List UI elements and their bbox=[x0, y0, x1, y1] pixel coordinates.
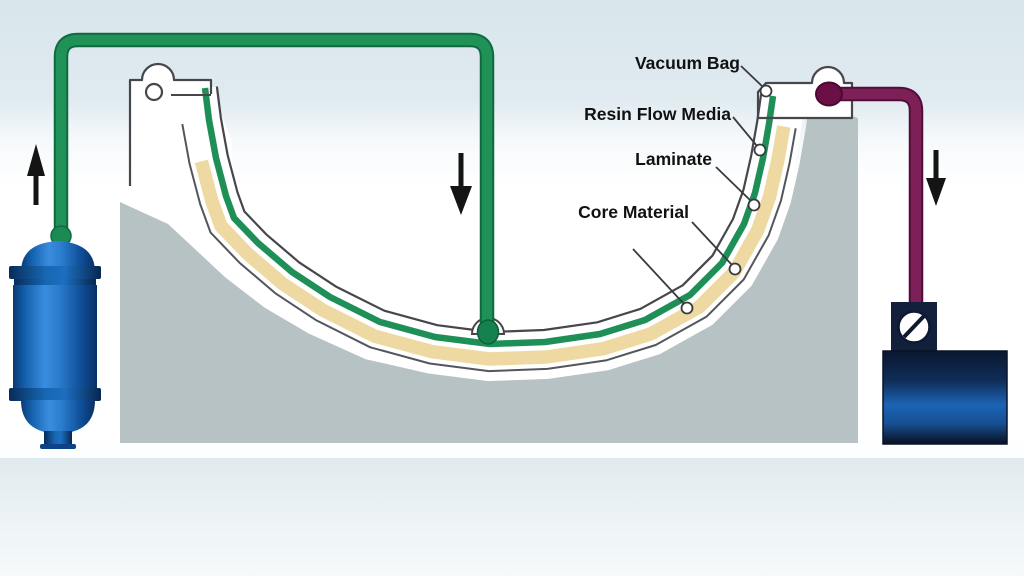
vacuum-pump bbox=[882, 302, 1008, 445]
floor-strip bbox=[0, 441, 1024, 458]
marker-laminate bbox=[747, 198, 761, 212]
pump-body bbox=[882, 350, 1008, 445]
leader-core-material-2 bbox=[632, 248, 685, 305]
label-leaders bbox=[632, 65, 764, 305]
left-flange-outline bbox=[128, 62, 213, 186]
container-bottom-dome bbox=[21, 400, 95, 433]
marker-resin-flow-media bbox=[753, 143, 767, 157]
pump-gauge-needle bbox=[902, 314, 926, 339]
marker-core-material bbox=[728, 262, 742, 276]
core-material-layer bbox=[194, 125, 791, 366]
vacuum-down-arrow-icon bbox=[926, 150, 946, 206]
resin-line-inner bbox=[55, 34, 493, 326]
label-laminate: Laminate bbox=[635, 149, 712, 169]
flange-bolt-hole-icon bbox=[144, 82, 164, 102]
container-lower-flange bbox=[9, 388, 101, 401]
vacuum-line-inner bbox=[835, 88, 922, 303]
marker-core-material-2 bbox=[680, 301, 694, 315]
right-flange-outline bbox=[756, 65, 854, 120]
mold-tool bbox=[120, 101, 858, 443]
resin-container bbox=[9, 241, 101, 449]
marker-vacuum-bag bbox=[759, 84, 773, 98]
container-upper-collar bbox=[14, 279, 96, 287]
label-markers bbox=[680, 84, 773, 315]
leader-vacuum-bag bbox=[740, 65, 764, 88]
leader-resin-flow-media bbox=[732, 116, 758, 147]
resin-inlet-port-dot bbox=[476, 319, 500, 345]
container-body bbox=[13, 285, 97, 390]
label-resin-flow-media: Resin Flow Media bbox=[584, 104, 731, 124]
container-outlet bbox=[44, 431, 72, 445]
vacuum-port-dot bbox=[815, 81, 843, 107]
leader-core-material bbox=[691, 221, 733, 266]
container-outlet-flare bbox=[40, 444, 76, 449]
vacuum-line bbox=[815, 81, 924, 303]
container-upper-flange bbox=[9, 266, 101, 279]
resin-feed-down-arrow-icon bbox=[450, 153, 472, 215]
container-top-dome bbox=[21, 241, 95, 272]
leader-laminate bbox=[715, 166, 752, 202]
floor bbox=[0, 458, 1024, 576]
resin-supply-line bbox=[50, 32, 500, 345]
tool-surface-line bbox=[181, 123, 797, 373]
label-vacuum-bag: Vacuum Bag bbox=[635, 53, 740, 73]
resin-up-arrow-icon bbox=[27, 144, 45, 205]
label-core-material: Core Material bbox=[578, 202, 689, 222]
